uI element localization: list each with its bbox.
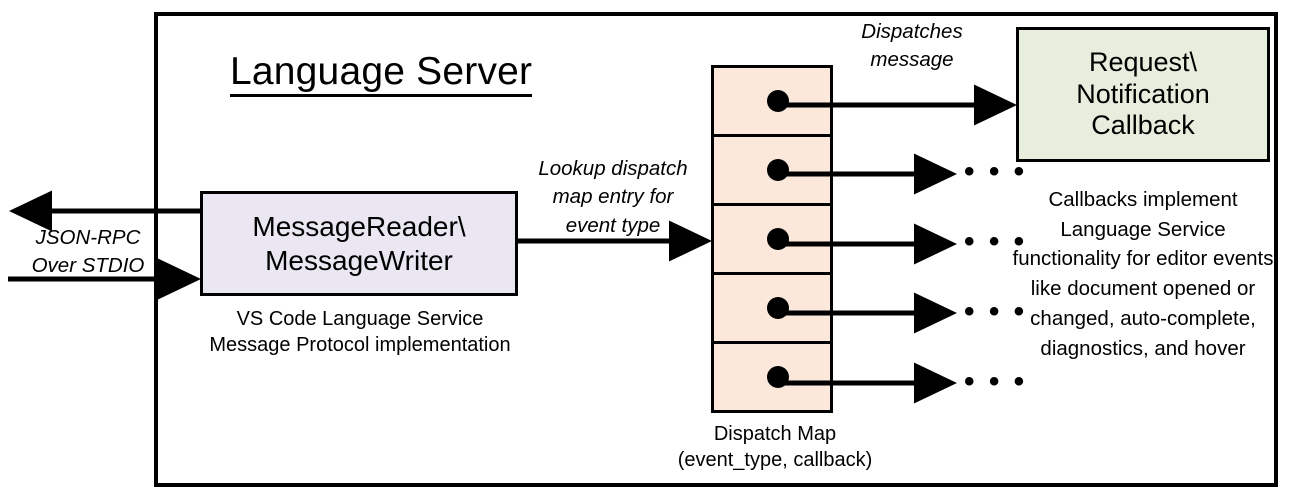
callback-dot-icon xyxy=(767,90,789,112)
callback-node-line-1: Request\ xyxy=(1088,46,1198,77)
json-rpc-label-line-2: Over STDIO xyxy=(31,254,145,278)
callback-node-text: Request\ Notification Callback xyxy=(1076,47,1210,143)
dispatch-map-table[interactable] xyxy=(711,65,833,413)
lookup-label-line-3: event type xyxy=(565,213,661,237)
dispatch-map-row[interactable] xyxy=(714,275,830,344)
dispatch-map-row[interactable] xyxy=(714,344,830,410)
dispatch-map-caption-line-2: (event_type, callback) xyxy=(677,449,873,472)
message-caption-line-1: VS Code Language Service xyxy=(236,308,484,330)
language-server-boundary xyxy=(154,12,1278,487)
callback-description: Callbacks implement Language Service fun… xyxy=(1012,188,1274,360)
message-node-line-1: MessageReader\ xyxy=(252,211,466,243)
request-notification-callback-node[interactable]: Request\ Notification Callback xyxy=(1016,27,1270,162)
callback-dot-icon xyxy=(767,228,789,250)
callback-dot-icon xyxy=(767,366,789,388)
json-rpc-label-line-1: JSON-RPC xyxy=(35,226,141,249)
ellipsis-row-2: • • • xyxy=(964,155,1028,188)
lookup-label-line-1: Lookup dispatch xyxy=(538,157,688,180)
lookup-dispatch-edge-label: Lookup dispatch map entry for event type xyxy=(518,155,708,240)
dispatch-map-caption-line-1: Dispatch Map xyxy=(713,423,837,445)
dispatch-map-row[interactable] xyxy=(714,137,830,206)
message-reader-writer-node[interactable]: MessageReader\ MessageWriter xyxy=(200,191,518,296)
ellipsis-row-4: • • • xyxy=(964,295,1028,328)
callback-dot-icon xyxy=(767,159,789,181)
message-node-line-2: MessageWriter xyxy=(265,244,453,276)
json-rpc-edge-label: JSON-RPC Over STDIO xyxy=(12,224,164,281)
dispatch-map-row[interactable] xyxy=(714,68,830,137)
dispatch-label-line-1: Dispatches xyxy=(861,20,963,43)
callback-dot-icon xyxy=(767,297,789,319)
lookup-label-line-2: map entry for xyxy=(552,185,674,209)
page-title: Language Server xyxy=(230,51,533,97)
message-node-caption: VS Code Language Service Message Protoco… xyxy=(186,306,534,359)
dispatch-map-row[interactable] xyxy=(714,206,830,275)
dispatches-message-edge-label: Dispatches message xyxy=(828,18,996,75)
callback-node-line-3: Callback xyxy=(1091,110,1195,141)
ellipsis-row-3: • • • xyxy=(964,225,1028,258)
message-node-text: MessageReader\ MessageWriter xyxy=(252,210,465,276)
dispatch-map-caption: Dispatch Map (event_type, callback) xyxy=(640,421,910,474)
dispatch-label-line-2: message xyxy=(870,48,954,72)
ellipsis-row-5: • • • xyxy=(964,365,1028,398)
message-caption-line-2: Message Protocol implementation xyxy=(209,334,511,357)
callback-node-line-2: Notification xyxy=(1076,78,1210,109)
